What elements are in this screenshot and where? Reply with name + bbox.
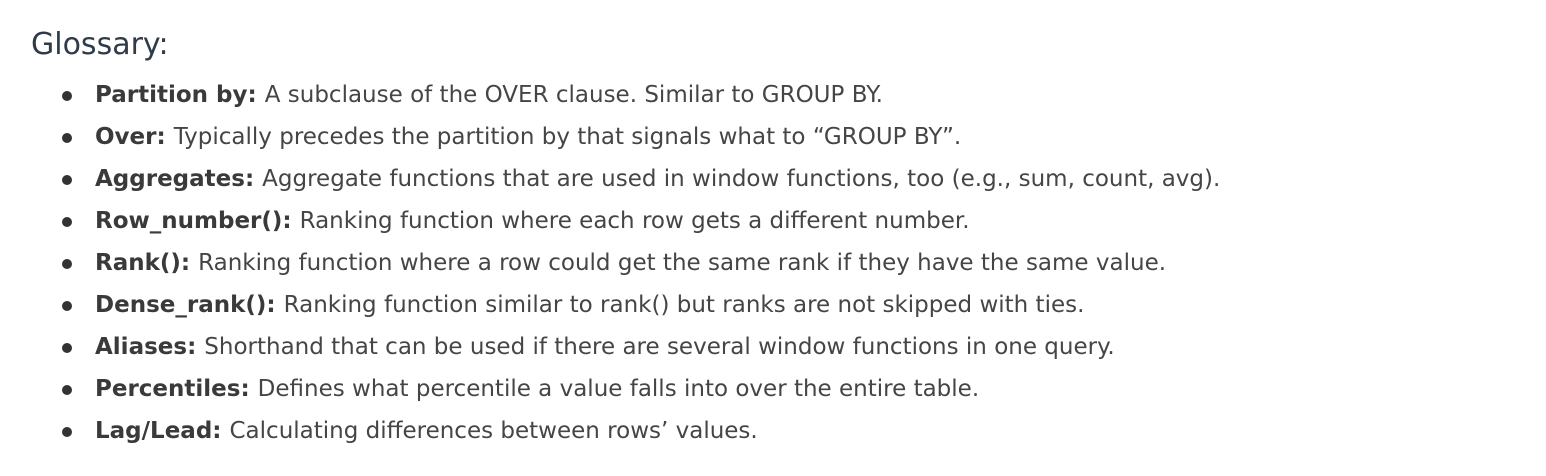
glossary-item-partition-by: Partition by: A subclause of the OVER cl…	[0, 74, 1546, 116]
glossary-item-rank: Rank(): Ranking function where a row cou…	[0, 242, 1546, 284]
term-definition: Calculating differences between rows’ va…	[229, 418, 758, 444]
term-label: Partition by:	[95, 82, 265, 108]
term-definition: Ranking function where each row gets a d…	[299, 208, 970, 234]
glossary-item-lag-lead: Lag/Lead: Calculating differences betwee…	[0, 410, 1546, 452]
bullet-icon	[62, 385, 72, 395]
glossary-item-aggregates: Aggregates: Aggregate functions that are…	[0, 158, 1546, 200]
term-label: Percentiles:	[95, 376, 258, 402]
term-label: Dense_rank():	[95, 292, 284, 318]
term-definition: Ranking function where a row could get t…	[198, 250, 1167, 276]
term-definition: Defines what percentile a value falls in…	[257, 376, 980, 402]
term-label: Rank():	[95, 250, 199, 276]
bullet-icon	[62, 217, 72, 227]
bullet-icon	[62, 343, 72, 353]
glossary-item-aliases: Aliases: Shorthand that can be used if t…	[0, 326, 1546, 368]
glossary-item-percentiles: Percentiles: Defines what percentile a v…	[0, 368, 1546, 410]
bullet-icon	[62, 133, 72, 143]
term-definition: Shorthand that can be used if there are …	[204, 334, 1115, 360]
glossary-list: Partition by: A subclause of the OVER cl…	[0, 74, 1546, 452]
bullet-icon	[62, 91, 72, 101]
term-definition: Aggregate functions that are used in win…	[262, 166, 1221, 192]
term-label: Row_number():	[95, 208, 300, 234]
bullet-icon	[62, 259, 72, 269]
glossary-item-row-number: Row_number(): Ranking function where eac…	[0, 200, 1546, 242]
term-definition: Ranking function similar to rank() but r…	[283, 292, 1085, 318]
bullet-icon	[62, 301, 72, 311]
bullet-icon	[62, 175, 72, 185]
term-label: Aliases:	[95, 334, 205, 360]
glossary-heading: Glossary:	[31, 27, 169, 62]
glossary-item-over: Over: Typically precedes the partition b…	[0, 116, 1546, 158]
term-label: Over:	[95, 124, 174, 150]
glossary-item-dense-rank: Dense_rank(): Ranking function similar t…	[0, 284, 1546, 326]
bullet-icon	[62, 427, 72, 437]
term-label: Lag/Lead:	[95, 418, 230, 444]
term-definition: Typically precedes the partition by that…	[173, 124, 962, 150]
term-definition: A subclause of the OVER clause. Similar …	[264, 82, 883, 108]
term-label: Aggregates:	[95, 166, 263, 192]
